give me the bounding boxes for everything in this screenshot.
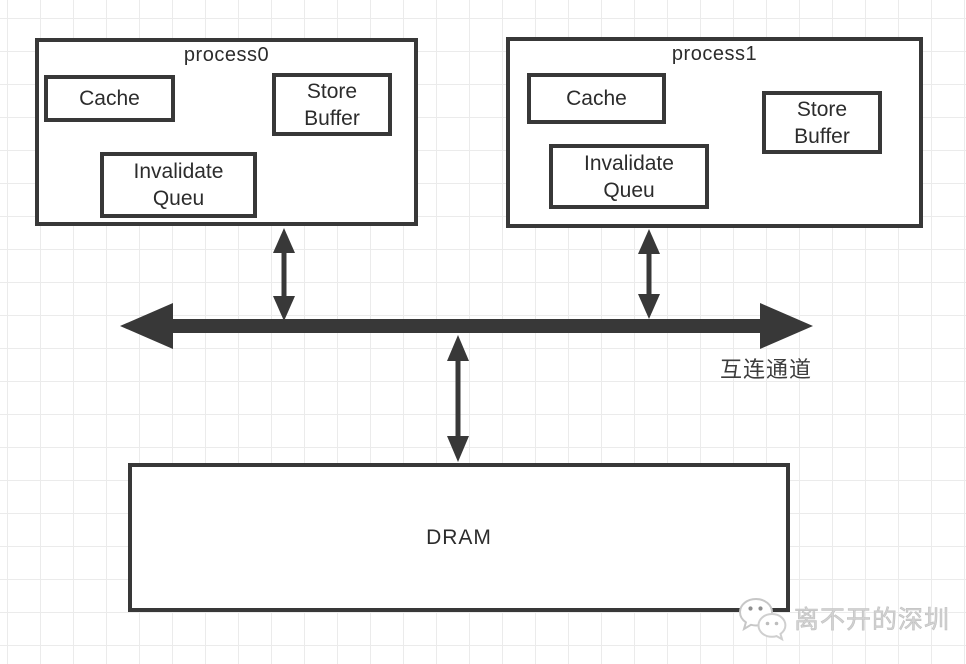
dram-box: DRAM <box>128 463 790 612</box>
watermark-text: 离不开的深圳 <box>794 606 951 635</box>
process1-cache-box: Cache <box>527 73 666 124</box>
process0-invalidate-queue-box: Invalidate Queu <box>100 152 257 218</box>
watermark: 离不开的深圳 <box>736 594 950 642</box>
process0-store-buffer-box: Store Buffer <box>272 73 392 136</box>
process0-title: process0 <box>183 44 270 66</box>
process0-bus-arrow <box>273 228 295 321</box>
bus-dram-arrow <box>447 335 469 462</box>
wechat-chat-bubbles-icon <box>738 597 787 642</box>
process0-cache-box: Cache <box>44 75 175 122</box>
process1-title: process1 <box>671 43 758 65</box>
process1-invalidate-queue-box: Invalidate Queu <box>549 144 709 209</box>
process1-box: process1 Cache Store Buffer Invalidate Q… <box>506 37 923 228</box>
interconnect-bus-arrow <box>120 303 813 349</box>
process0-box: process0 Cache Store Buffer Invalidate Q… <box>35 38 418 226</box>
process1-store-buffer-box: Store Buffer <box>762 91 882 154</box>
process1-bus-arrow <box>638 229 660 319</box>
interconnect-bus-label: 互连通道 <box>719 357 812 382</box>
